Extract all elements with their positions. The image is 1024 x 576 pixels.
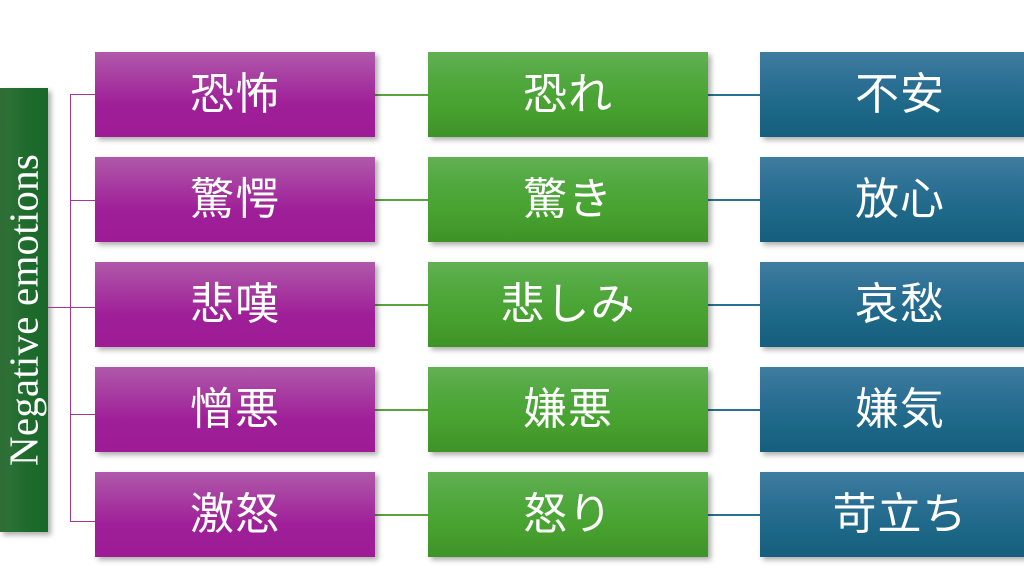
tree-branch-row-1 bbox=[70, 94, 95, 95]
node-label: 不安 bbox=[855, 69, 945, 119]
link-l2-l3-row-2 bbox=[708, 199, 760, 201]
link-l2-l3-row-4 bbox=[708, 409, 760, 411]
tree-branch-row-4 bbox=[70, 414, 95, 415]
node-level1-row-3[interactable]: 悲嘆 bbox=[95, 262, 375, 347]
tree-branch-row-3 bbox=[70, 307, 95, 308]
node-label: 驚愕 bbox=[190, 174, 280, 224]
link-l1-l2-row-5 bbox=[375, 514, 428, 516]
node-label: 放心 bbox=[855, 174, 945, 224]
tree-trunk-stem bbox=[48, 307, 70, 308]
node-level2-row-1[interactable]: 恐れ bbox=[428, 52, 708, 137]
node-level2-row-4[interactable]: 嫌悪 bbox=[428, 367, 708, 452]
node-level2-row-2[interactable]: 驚き bbox=[428, 157, 708, 242]
node-label: 恐怖 bbox=[190, 69, 280, 119]
root-node-label: Negative emotions bbox=[0, 154, 47, 466]
node-label: 苛立ち bbox=[832, 489, 968, 539]
node-label: 怒り bbox=[523, 489, 613, 539]
node-label: 嫌悪 bbox=[523, 384, 613, 434]
node-level3-row-5[interactable]: 苛立ち bbox=[760, 472, 1024, 557]
link-l1-l2-row-1 bbox=[375, 94, 428, 96]
node-level1-row-5[interactable]: 激怒 bbox=[95, 472, 375, 557]
link-l2-l3-row-5 bbox=[708, 514, 760, 516]
link-l1-l2-row-4 bbox=[375, 409, 428, 411]
node-level3-row-3[interactable]: 哀愁 bbox=[760, 262, 1024, 347]
node-label: 哀愁 bbox=[855, 279, 945, 329]
node-label: 憎悪 bbox=[190, 384, 280, 434]
link-l2-l3-row-3 bbox=[708, 304, 760, 306]
node-label: 嫌気 bbox=[855, 384, 945, 434]
node-label: 悲しみ bbox=[500, 279, 636, 329]
node-label: 驚き bbox=[523, 174, 613, 224]
node-level1-row-1[interactable]: 恐怖 bbox=[95, 52, 375, 137]
tree-branch-row-5 bbox=[70, 521, 95, 522]
node-level3-row-4[interactable]: 嫌気 bbox=[760, 367, 1024, 452]
root-node-negative-emotions[interactable]: Negative emotions bbox=[0, 88, 48, 532]
node-level2-row-3[interactable]: 悲しみ bbox=[428, 262, 708, 347]
link-l1-l2-row-2 bbox=[375, 199, 428, 201]
node-label: 悲嘆 bbox=[190, 279, 280, 329]
node-level1-row-2[interactable]: 驚愕 bbox=[95, 157, 375, 242]
node-label: 激怒 bbox=[190, 489, 280, 539]
node-label: 恐れ bbox=[523, 69, 613, 119]
node-level2-row-5[interactable]: 怒り bbox=[428, 472, 708, 557]
node-level1-row-4[interactable]: 憎悪 bbox=[95, 367, 375, 452]
link-l2-l3-row-1 bbox=[708, 94, 760, 96]
link-l1-l2-row-3 bbox=[375, 304, 428, 306]
node-level3-row-1[interactable]: 不安 bbox=[760, 52, 1024, 137]
node-level3-row-2[interactable]: 放心 bbox=[760, 157, 1024, 242]
tree-branch-row-2 bbox=[70, 200, 95, 201]
